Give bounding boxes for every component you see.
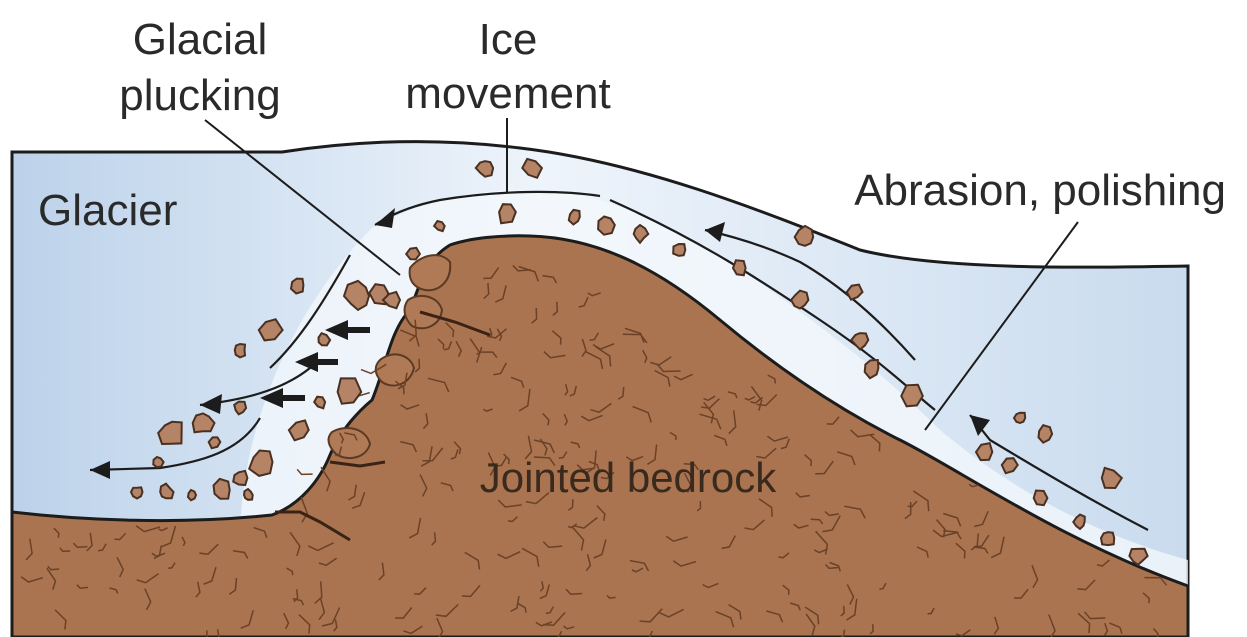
debris-clast	[291, 279, 303, 294]
label-ice-movement-line2: movement	[405, 69, 610, 118]
debris-clast	[188, 490, 196, 500]
debris-clast	[598, 217, 615, 235]
label-ice-movement-line1: Ice	[479, 15, 538, 64]
debris-clast	[214, 479, 230, 499]
debris-clast	[499, 204, 516, 223]
debris-clast	[235, 344, 245, 357]
label-abrasion: Abrasion, polishing	[854, 166, 1226, 215]
debris-clast	[733, 260, 746, 275]
debris-clast	[153, 457, 163, 467]
debris-clast	[673, 244, 685, 256]
debris-clast	[1101, 532, 1114, 545]
debris-clast	[1034, 491, 1048, 506]
label-bedrock: Jointed bedrock	[480, 454, 778, 501]
label-glacial-plucking-line2: plucking	[119, 71, 280, 120]
debris-clast	[131, 487, 143, 498]
debris-clast	[1014, 413, 1025, 423]
debris-clast	[865, 360, 879, 378]
label-glacial-plucking-line1: Glacial	[133, 15, 268, 64]
debris-clast	[209, 437, 221, 448]
label-glacier: Glacier	[38, 186, 177, 235]
